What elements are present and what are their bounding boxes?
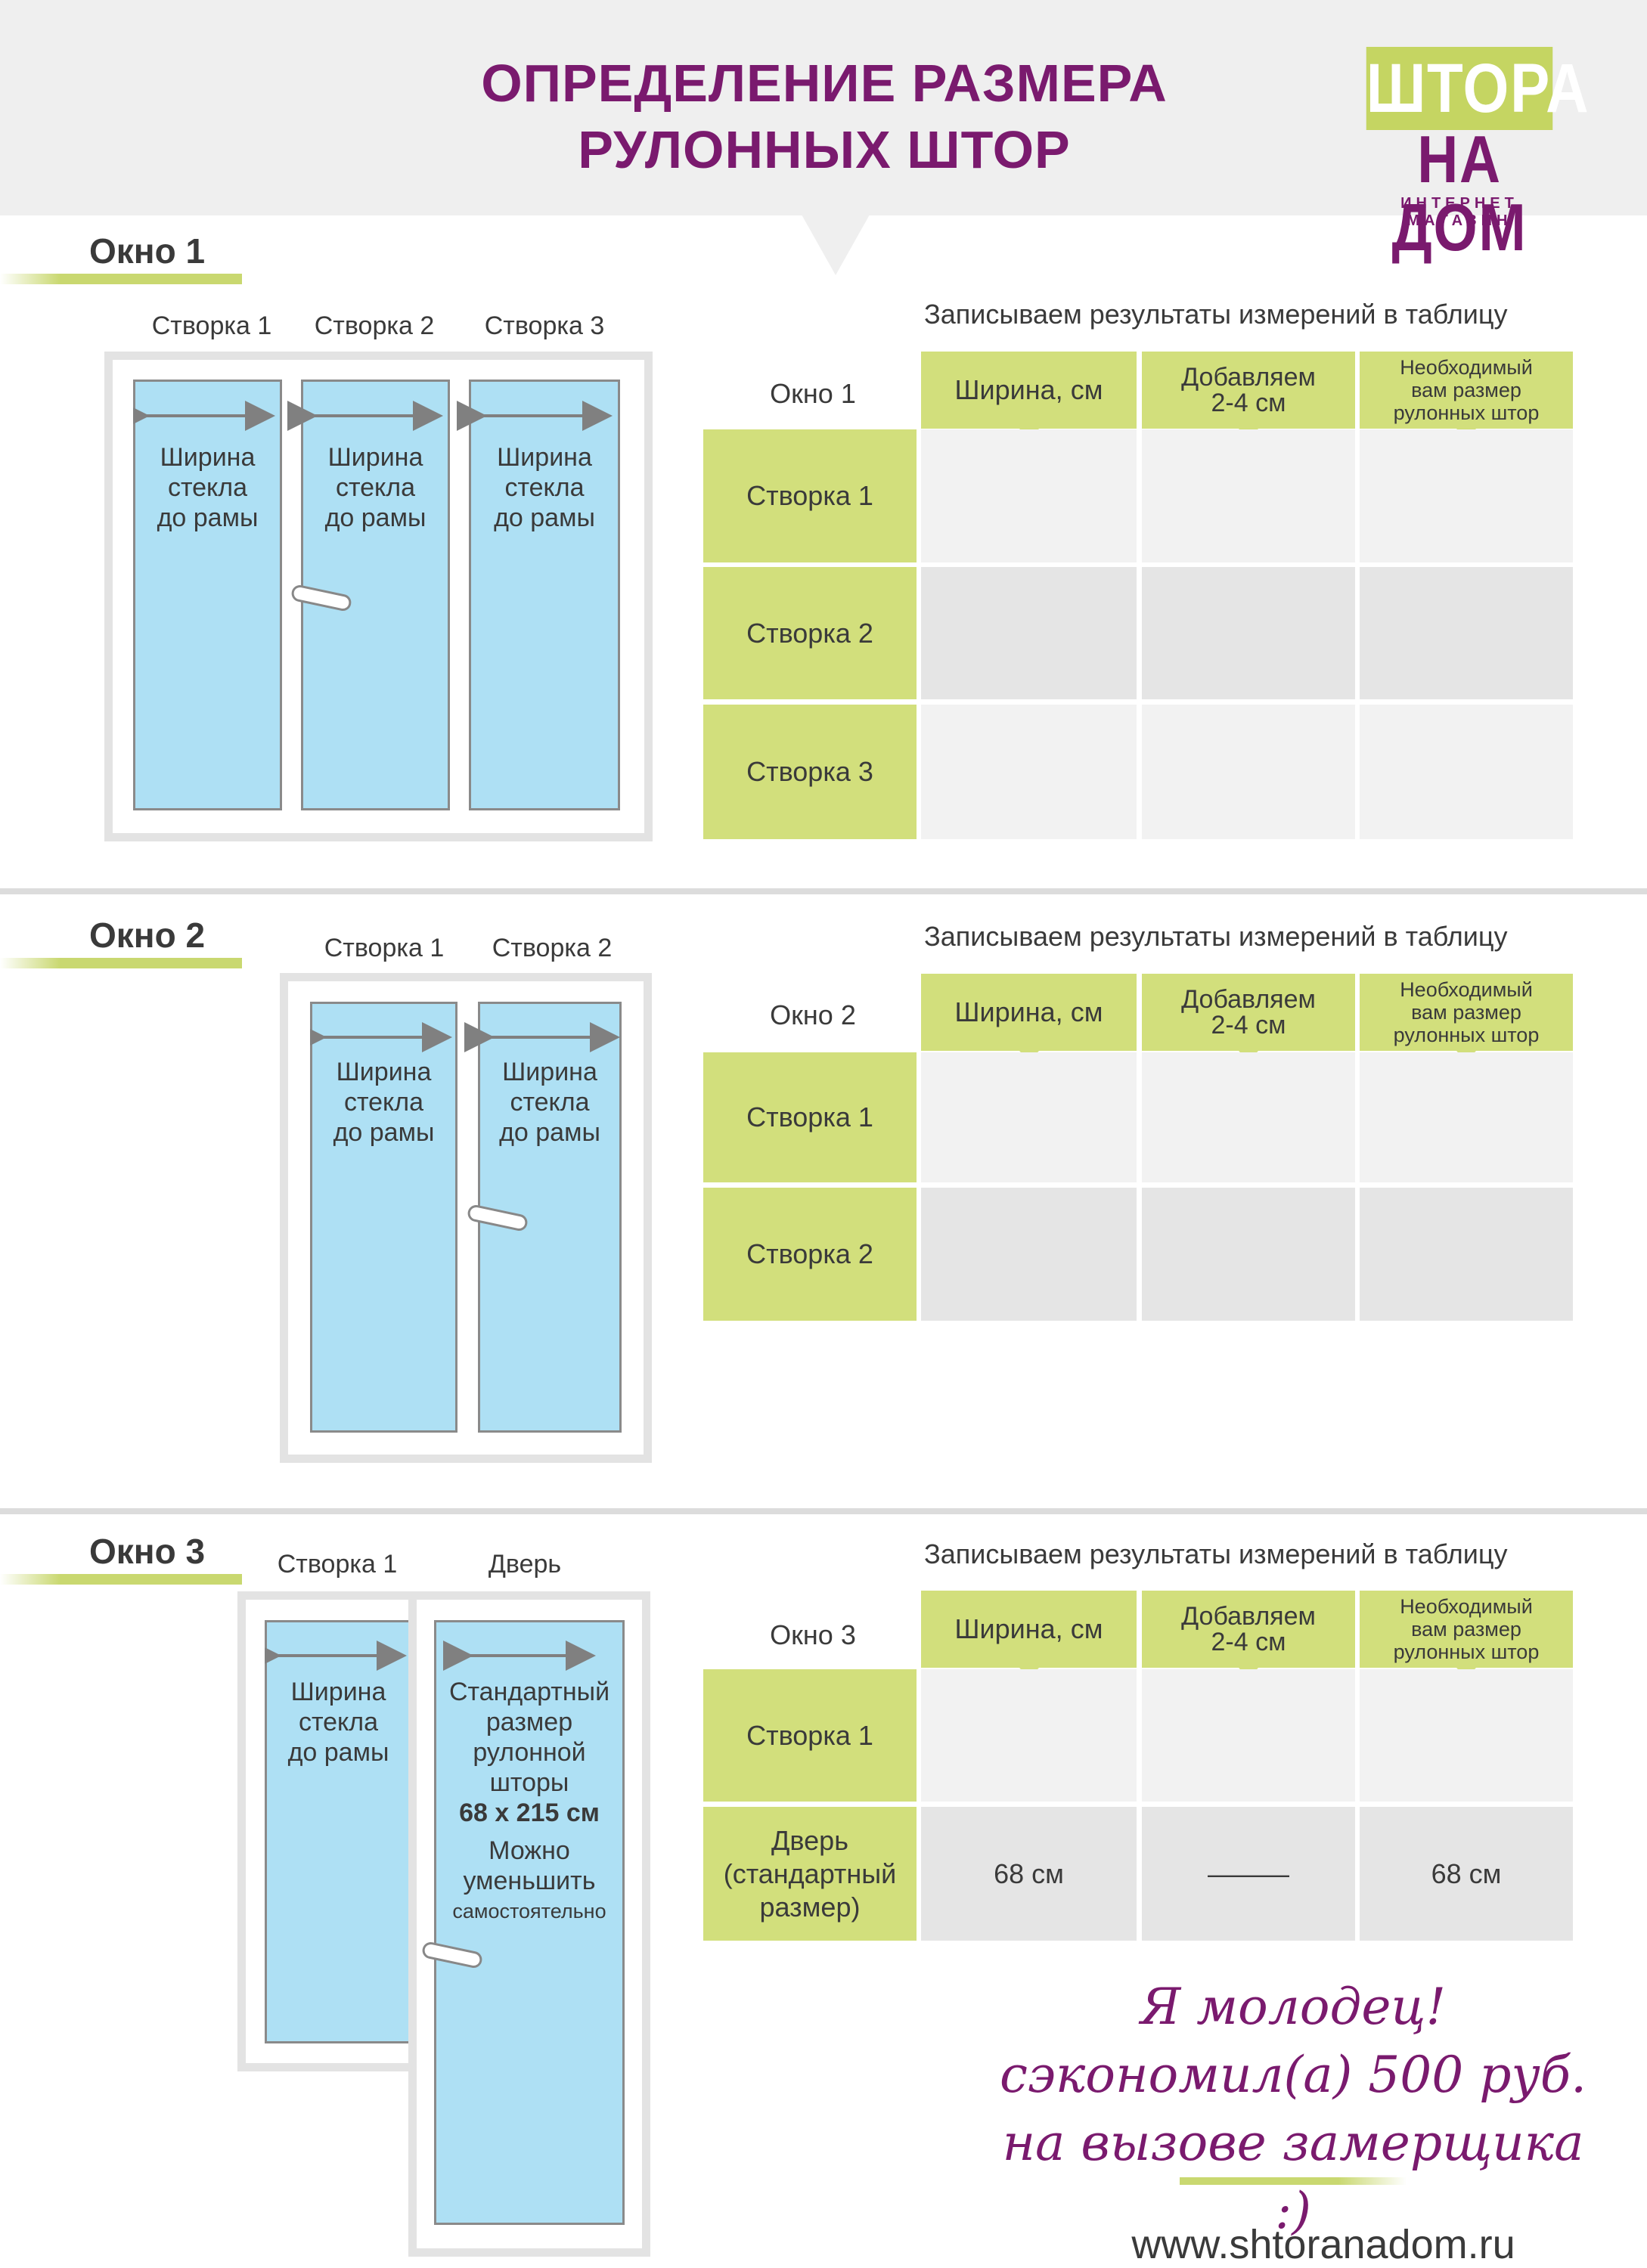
- logo-line2: НА ДОМ: [1391, 122, 1528, 265]
- row-header: Створка 2: [703, 567, 917, 699]
- table-corner-label: Окно 2: [770, 999, 856, 1030]
- table-cell[interactable]: [1360, 1188, 1573, 1321]
- col-header-width: Ширина, см: [921, 352, 1137, 429]
- table-cell[interactable]: [921, 1052, 1137, 1182]
- table-cell-door-needed[interactable]: 68 см: [1360, 1807, 1573, 1941]
- section-title-window3: Окно 3: [89, 1532, 206, 1571]
- section-divider: [0, 1508, 1647, 1514]
- section-underline: [0, 958, 242, 968]
- door-pane: [434, 1620, 625, 2225]
- table-cell[interactable]: [1142, 1669, 1355, 1802]
- row-header: Створка 1: [703, 429, 917, 562]
- table-cell[interactable]: [1360, 567, 1573, 699]
- table-cell[interactable]: [1142, 705, 1355, 839]
- footer-message: Я молодец! сэкономил(а) 500 руб. на вызо…: [983, 1973, 1603, 2245]
- window1-pane3: [469, 380, 620, 810]
- table-cell[interactable]: [1142, 429, 1355, 562]
- table-corner-label: Окно 3: [770, 1619, 856, 1650]
- leaf-label: Створка 1: [324, 934, 445, 962]
- leaf-label: Створка 2: [492, 934, 613, 962]
- row-header: Створка 1: [703, 1669, 917, 1802]
- table-cell[interactable]: [1360, 429, 1573, 562]
- table-caption: Записываем результаты измерений в таблиц…: [924, 299, 1508, 330]
- site-url-link[interactable]: www.shtoranadom.ru: [1131, 2222, 1515, 2267]
- row-header: Створка 2: [703, 1188, 917, 1321]
- table-cell[interactable]: [1142, 1188, 1355, 1321]
- row-header: Дверь (стандартный размер): [703, 1807, 917, 1941]
- width-arrows: [310, 1022, 620, 1052]
- table-cell[interactable]: [921, 1669, 1137, 1802]
- table-cell[interactable]: [1360, 705, 1573, 839]
- row-header: Створка 1: [703, 1052, 917, 1182]
- footer-line3: на вызове замерщика :): [1002, 2114, 1584, 2240]
- footer-underline: [1180, 2177, 1407, 2185]
- table-cell-door-width[interactable]: 68 см: [921, 1807, 1137, 1941]
- table-cell[interactable]: [1360, 1669, 1573, 1802]
- table-cell[interactable]: [921, 705, 1137, 839]
- table-cell[interactable]: [921, 1188, 1137, 1321]
- leaf-label: Створка 3: [484, 311, 605, 340]
- door-label: Стандартный размер рулонной шторы 68 x 2…: [434, 1677, 625, 1926]
- logo-line3: ИНТЕРНЕТ МАГАЗИН: [1400, 195, 1518, 229]
- leaf-label: Створка 1: [151, 311, 272, 340]
- section-divider: [0, 888, 1647, 894]
- section-title-window2: Окно 2: [89, 916, 206, 955]
- page-title-line2: РУЛОННЫХ ШТОР: [578, 120, 1071, 179]
- width-arrows: [265, 1641, 596, 1671]
- door-size: 68 x 215 см: [459, 1799, 600, 1827]
- row-header: Створка 3: [703, 705, 917, 839]
- table-caption: Записываем результаты измерений в таблиц…: [924, 921, 1508, 952]
- table-caption: Записываем результаты измерений в таблиц…: [924, 1538, 1508, 1569]
- footer-line1: Я молодец!: [1140, 1978, 1446, 2036]
- table-corner-label: Окно 1: [770, 378, 856, 409]
- footer-line2: сэкономил(а) 500 руб.: [999, 2046, 1587, 2104]
- section-underline: [0, 274, 242, 284]
- col-header-width: Ширина, см: [921, 974, 1137, 1051]
- table-cell[interactable]: [1142, 1052, 1355, 1182]
- leaf-label: Створка 1: [277, 1550, 398, 1579]
- section-underline: [0, 1574, 242, 1585]
- leaf-label: Створка 2: [314, 311, 435, 340]
- window1-pane1: [133, 380, 282, 810]
- table-cell[interactable]: [1360, 1052, 1573, 1182]
- table-cell-door-add[interactable]: ———: [1142, 1807, 1355, 1941]
- section-title-window1: Окно 1: [89, 231, 206, 271]
- page-title-line1: ОПРЕДЕЛЕНИЕ РАЗМЕРА: [481, 54, 1168, 113]
- width-arrows: [133, 401, 613, 431]
- leaf-label: Дверь: [488, 1550, 562, 1579]
- table-cell[interactable]: [1142, 567, 1355, 699]
- table-cell[interactable]: [921, 567, 1137, 699]
- window2-pane1: [310, 1002, 458, 1433]
- col-header-width: Ширина, см: [921, 1591, 1137, 1668]
- table-cell[interactable]: [921, 429, 1137, 562]
- header-notch: [802, 215, 870, 275]
- logo: ШТОРА НА ДОМ ИНТЕРНЕТ МАГАЗИН: [1350, 47, 1589, 262]
- logo-line1: ШТОРА: [1366, 47, 1589, 130]
